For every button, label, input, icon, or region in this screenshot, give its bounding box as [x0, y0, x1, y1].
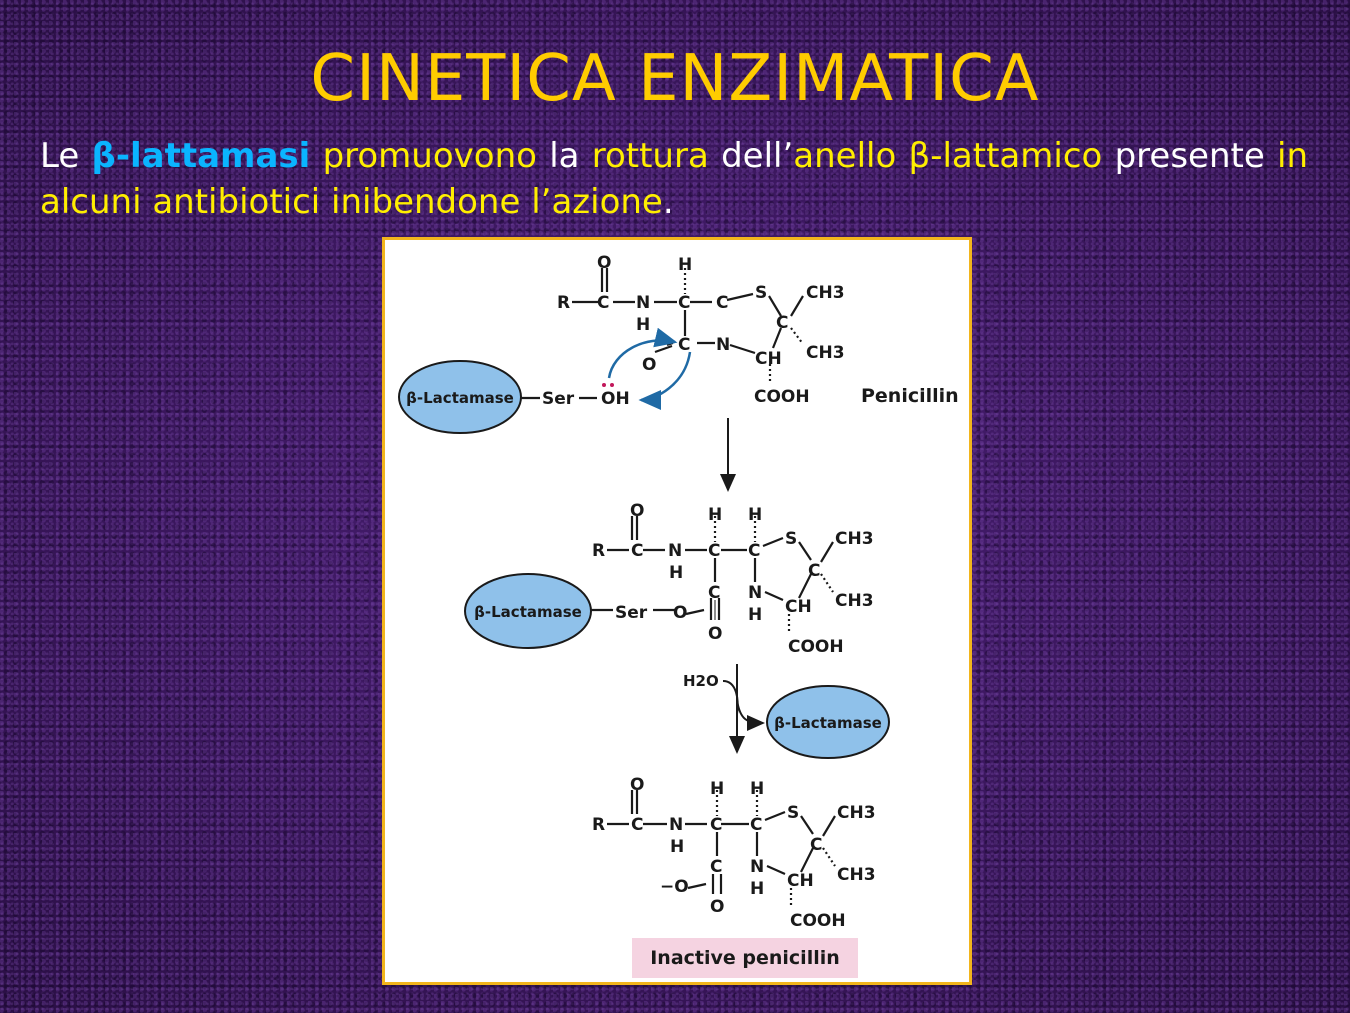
svg-text:CH: CH: [785, 597, 812, 617]
svg-text:R: R: [592, 541, 605, 561]
svg-text:O: O: [673, 603, 687, 623]
svg-text:C: C: [631, 815, 643, 835]
svg-text:Ser: Ser: [615, 603, 648, 623]
svg-text:N: N: [636, 293, 650, 313]
svg-text:N: N: [750, 857, 764, 877]
svg-text:R: R: [592, 815, 605, 835]
svg-text:H: H: [708, 505, 722, 525]
lone-pair-dot: [602, 383, 606, 387]
svg-text:C: C: [597, 293, 609, 313]
term-beta-lattamasi: β-lattamasi: [91, 136, 311, 176]
svg-text:C: C: [678, 293, 690, 313]
svg-text:H: H: [669, 563, 683, 583]
svg-text:−O: −O: [660, 877, 689, 897]
svg-text:CH3: CH3: [835, 591, 874, 611]
enzyme-label-3: β-Lactamase: [774, 714, 882, 732]
svg-text:CH3: CH3: [837, 865, 876, 885]
water-label: H2O: [683, 672, 719, 690]
svg-text:CH: CH: [755, 349, 782, 369]
nucleophilic-attack-arrow: [607, 327, 678, 379]
svg-text:COOH: COOH: [788, 637, 844, 657]
svg-text:C: C: [776, 313, 788, 333]
svg-text:O: O: [630, 501, 644, 521]
svg-text:N: N: [668, 541, 682, 561]
inactive-penicillin-label: Inactive penicillin: [650, 947, 840, 969]
svg-text:CH3: CH3: [806, 283, 845, 303]
svg-text:O: O: [597, 253, 611, 273]
svg-text:C: C: [708, 583, 720, 603]
acyl-enzyme-labels: R C O N H C H C H S C C O O N H CH CH3 C…: [592, 501, 874, 657]
svg-text:R: R: [557, 293, 570, 313]
svg-text:C: C: [708, 541, 720, 561]
svg-text:H: H: [748, 505, 762, 525]
svg-text:N: N: [748, 583, 762, 603]
text-promuovono: promuovono: [322, 136, 537, 176]
electron-return-arrow: [638, 351, 692, 410]
enzyme-label-2: β-Lactamase: [474, 603, 582, 621]
svg-text:Ser: Ser: [542, 389, 575, 409]
svg-text:S: S: [787, 803, 799, 823]
text-le: Le: [40, 136, 80, 176]
svg-text:O: O: [708, 624, 722, 644]
enzyme-release-arrow: [736, 699, 765, 731]
svg-text:H: H: [636, 315, 650, 335]
text-rottura: rottura: [591, 136, 709, 176]
penicillin-structure: [572, 268, 804, 384]
enzyme-ellipse: [398, 360, 522, 434]
svg-text:S: S: [755, 283, 767, 303]
reaction-diagram: R C O N H C H C S C C O N CH CH3 CH3 COO…: [398, 253, 959, 978]
text-la: la: [549, 136, 580, 176]
text-dell: dell’: [721, 136, 794, 176]
inactive-penicillin-labels: R C O N H C H C H S C C O −O N H CH CH3 …: [592, 775, 876, 931]
svg-text:O: O: [710, 897, 724, 917]
svg-text:C: C: [631, 541, 643, 561]
svg-text:COOH: COOH: [790, 911, 846, 931]
inactive-penicillin-box: [632, 938, 858, 978]
svg-text:CH3: CH3: [806, 343, 845, 363]
text-anello: anello β-lattamico: [793, 136, 1103, 176]
slide-body-text: Le β-lattamasi promuovono la rottura del…: [40, 133, 1308, 225]
svg-text:H: H: [750, 879, 764, 899]
svg-text:C: C: [748, 541, 760, 561]
svg-text:C: C: [678, 335, 690, 355]
svg-text:C: C: [716, 293, 728, 313]
svg-text:H: H: [750, 779, 764, 799]
inactive-penicillin-structure: [607, 790, 836, 908]
text-antibiotici: in alcuni antibiotici inibendone l’azion…: [40, 136, 1309, 222]
svg-text:C: C: [808, 561, 820, 581]
svg-text:COOH: COOH: [754, 387, 810, 407]
svg-text:C: C: [750, 815, 762, 835]
svg-text:N: N: [716, 335, 730, 355]
svg-text:CH: CH: [787, 871, 814, 891]
svg-text:OH: OH: [601, 389, 630, 409]
slide-title: CINETICA ENZIMATICA: [310, 42, 1040, 116]
text-period: .: [662, 182, 674, 222]
svg-text:CH3: CH3: [837, 803, 876, 823]
svg-text:S: S: [785, 529, 797, 549]
svg-text:O: O: [642, 355, 656, 375]
svg-text:CH3: CH3: [835, 529, 874, 549]
enzyme-label: β-Lactamase: [406, 389, 514, 407]
svg-text:H: H: [748, 605, 762, 625]
svg-text:C: C: [710, 815, 722, 835]
acyl-enzyme-structure: [607, 516, 834, 634]
text-presente: presente: [1114, 136, 1265, 176]
enzyme-ellipse-3: [766, 685, 890, 759]
svg-text:O: O: [630, 775, 644, 795]
penicillin-labels: R C O N H C H C S C C O N CH CH3 CH3 COO…: [542, 253, 845, 409]
svg-text:C: C: [710, 857, 722, 877]
svg-text:N: N: [669, 815, 683, 835]
svg-text:H: H: [678, 255, 692, 275]
svg-text:H: H: [710, 779, 724, 799]
enzyme-ellipse-2: [464, 573, 592, 649]
lone-pair-dot: [610, 383, 614, 387]
reaction-figure: R C O N H C H C S C C O N CH CH3 CH3 COO…: [382, 237, 972, 985]
water-in-arrow: [722, 680, 739, 715]
penicillin-label: Penicillin: [861, 385, 959, 407]
svg-text:C: C: [810, 835, 822, 855]
svg-text:H: H: [670, 837, 684, 857]
